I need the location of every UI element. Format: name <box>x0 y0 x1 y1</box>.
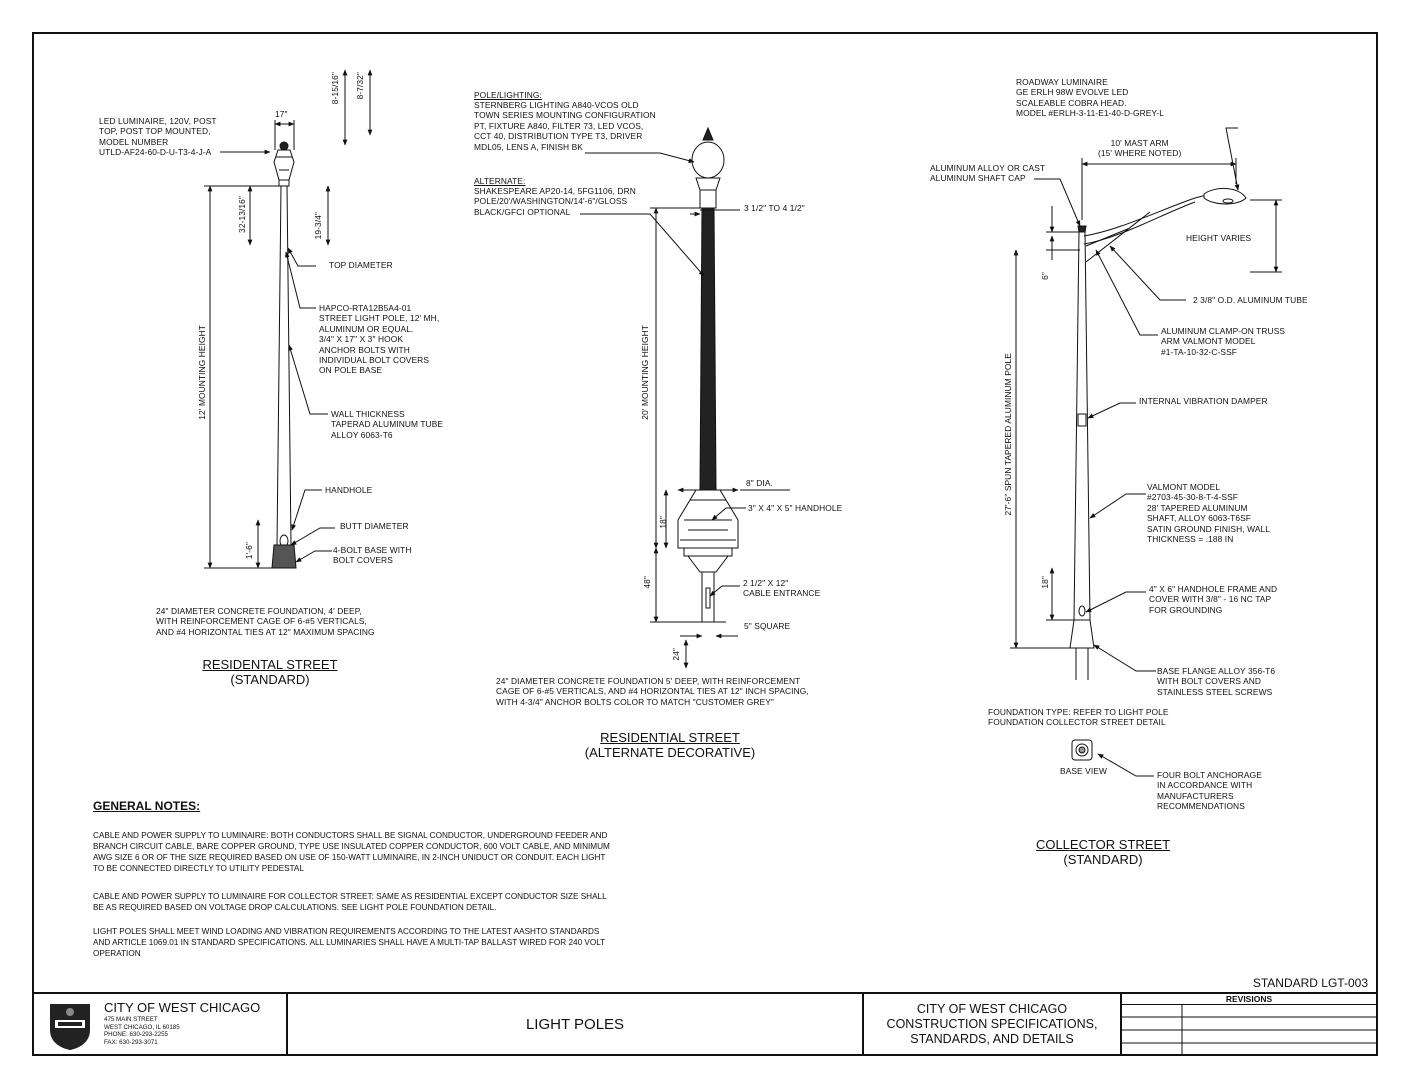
city-seal-icon <box>50 1004 90 1050</box>
mast-arm <box>1083 193 1211 237</box>
base-flange <box>1069 619 1095 649</box>
decorative-base <box>677 489 739 549</box>
luminaire-note: LED LUMINAIRE, 120V, POST TOP, POST TOP … <box>99 116 217 158</box>
residential-title-text: RESIDENTAL STREET <box>202 657 338 672</box>
pole-shaft <box>276 185 292 546</box>
finial <box>702 126 714 141</box>
dim-base: 1'-6" <box>244 542 254 560</box>
dim-24: 24" <box>671 648 681 661</box>
residential-decorative-title: RESIDENTIAL STREET (ALTERNATE DECORATIVE… <box>560 730 780 760</box>
square-label: 5" SQUARE <box>744 621 791 631</box>
general-note-2: CABLE AND POWER SUPPLY TO LUMINAIRE FOR … <box>93 892 607 912</box>
title-block: CITY OF WEST CHICAGO 475 MAIN STREET WES… <box>32 992 1378 1056</box>
residential-subtitle-text: (STANDARD) <box>230 672 310 687</box>
foundation-type-note: FOUNDATION TYPE: REFER TO LIGHT POLE FOU… <box>988 707 1169 728</box>
dim-head-1: 8-15/16" <box>330 72 340 105</box>
mounting-height-20: 20' MOUNTING HEIGHT <box>640 325 650 420</box>
collector-title-text: COLLECTOR STREET <box>1035 837 1171 852</box>
dim-18: 18" <box>658 516 668 529</box>
base-flange-note: BASE FLANGE ALLOY 356-T6 WITH BOLT COVER… <box>1157 666 1276 697</box>
revisions-heading: REVISIONS <box>1122 994 1376 1005</box>
decorative-foundation-note: 24" DIAMETER CONCRETE FOUNDATION 5' DEEP… <box>496 676 809 707</box>
truss-arm-note: ALUMINUM CLAMP-ON TRUSS ARM VALMONT MODE… <box>1161 326 1286 357</box>
dim-top-range: 3 1/2" TO 4 1/2" <box>744 203 805 213</box>
alternate-head: ALTERNATE: <box>474 176 526 186</box>
residential-decorative-pole <box>580 126 790 669</box>
butt-diameter-label: BUTT DIAMETER <box>340 521 409 531</box>
dim-6: 6" <box>1040 272 1050 280</box>
cable-entrance: 2 1/2" X 12" CABLE ENTRANCE <box>743 578 821 599</box>
city-info-cell: CITY OF WEST CHICAGO 475 MAIN STREET WES… <box>32 994 288 1056</box>
collector-subtitle-text: (STANDARD) <box>1063 852 1143 867</box>
spec-title: CITY OF WEST CHICAGO CONSTRUCTION SPECIF… <box>886 1002 1098 1046</box>
decorative-handhole: 3" X 4" X 5" HANDHOLE <box>748 503 843 513</box>
revisions-grid <box>1122 1004 1376 1056</box>
dim-upper-1: 32-13/16" <box>237 196 247 233</box>
base <box>271 544 297 569</box>
dim-48: 48" <box>642 576 652 589</box>
base-view-icon <box>1071 739 1093 761</box>
foundation-note: 24" DIAMETER CONCRETE FOUNDATION, 4' DEE… <box>156 606 375 637</box>
pole-height-label: 27'-6" SPUN TAPERED ALUMINUM POLE <box>1003 353 1013 516</box>
spec-title-cell: CITY OF WEST CHICAGO CONSTRUCTION SPECIF… <box>864 994 1122 1056</box>
residential-standard-title: RESIDENTAL STREET (STANDARD) <box>170 657 370 687</box>
general-note-1: CABLE AND POWER SUPPLY TO LUMINAIRE: BOT… <box>93 831 610 873</box>
city-name: CITY OF WEST CHICAGO <box>104 1000 261 1015</box>
general-note-3: LIGHT POLES SHALL MEET WIND LOADING AND … <box>93 927 606 958</box>
base-note: 4-BOLT BASE WITH BOLT COVERS <box>333 545 412 566</box>
pole-lighting-head: POLE/LIGHTING: <box>474 90 542 100</box>
general-notes-heading: GENERAL NOTES: <box>93 799 201 813</box>
vibration-damper-label: INTERNAL VIBRATION DAMPER <box>1139 396 1268 406</box>
pole-note: HAPCO-RTA12B5A4-01 STREET LIGHT POLE, 12… <box>319 303 440 376</box>
handhole-label: HANDHOLE <box>325 485 373 495</box>
wall-thickness-note: WALL THICKNESS TAPERAD ALUMINUM TUBE ALL… <box>331 409 444 440</box>
sheet-title: LIGHT POLES <box>525 1016 625 1033</box>
dim-head-2: 8-7/32" <box>355 72 365 100</box>
mast-arm-label: 10' MAST ARM (15' WHERE NOTED) <box>1098 138 1182 159</box>
collector-street-title: COLLECTOR STREET (STANDARD) <box>1010 837 1196 867</box>
sheet-title-cell: LIGHT POLES <box>288 994 864 1056</box>
dim-dia: 8" DIA. <box>746 478 773 488</box>
mounting-height-label: 12' MOUNTING HEIGHT <box>197 325 207 420</box>
height-varies-label: HEIGHT VARIES <box>1186 233 1252 243</box>
roadway-luminaire-note: ROADWAY LUMINAIRE GE ERLH 98W EVOLVE LED… <box>1016 77 1164 119</box>
cobra-head-luminaire <box>1203 188 1247 205</box>
decorative-title-text: RESIDENTIAL STREET <box>600 730 740 745</box>
standard-number: STANDARD LGT-003 <box>1252 976 1368 990</box>
revisions-table: REVISIONS <box>1122 994 1376 1056</box>
decorative-shaft <box>699 207 717 491</box>
decorative-subtitle-text: (ALTERNATE DECORATIVE) <box>584 745 756 760</box>
aluminum-tube-label: 2 3/8" O.D. ALUMINUM TUBE <box>1193 295 1308 305</box>
base-view-label: BASE VIEW <box>1060 766 1107 776</box>
post-top-luminaire <box>273 149 295 181</box>
dim-upper-2: 19-3/4" <box>313 212 323 240</box>
shaft-cap-note: ALUMINUM ALLOY OR CAST ALUMINUM SHAFT CA… <box>930 163 1046 184</box>
valmont-note: VALMONT MODEL #2703-45-30-8-T-4-SSF 28' … <box>1147 482 1271 545</box>
pole-lighting-note: STERNBERG LIGHTING A840-VCOS OLD TOWN SE… <box>474 100 656 152</box>
dim-top-width: 17" <box>275 109 288 119</box>
drawing-sheet-border <box>32 32 1378 1056</box>
residential-standard-pole <box>204 69 373 569</box>
collector-pole <box>1010 127 1282 777</box>
alternate-note: SHAKESPEARE AP20-14, 5FG1106, DRN POLE/2… <box>474 186 636 217</box>
collector-handhole-note: 4" X 6" HANDHOLE FRAME AND COVER WITH 3/… <box>1149 584 1278 615</box>
globe-luminaire <box>691 141 725 179</box>
top-diameter-label: TOP DIAMETER <box>329 260 393 270</box>
anchorage-note: FOUR BOLT ANCHORAGE IN ACCORDANCE WITH M… <box>1157 770 1262 812</box>
collector-dim-18: 18" <box>1040 576 1050 589</box>
city-address: 475 MAIN STREET WEST CHICAGO, IL 60185 P… <box>104 1016 180 1046</box>
